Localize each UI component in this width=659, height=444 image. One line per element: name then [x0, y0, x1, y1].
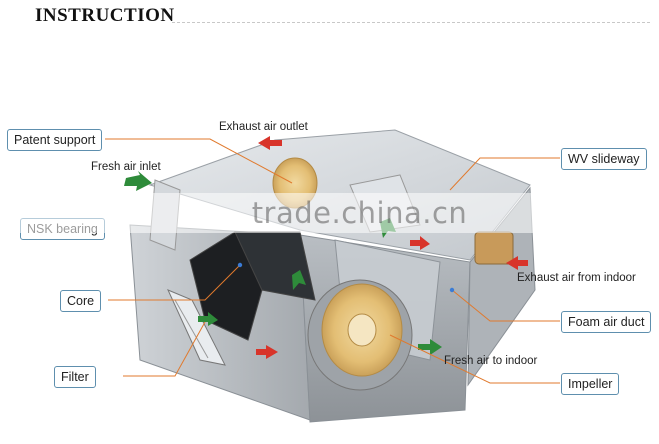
arrow-to-indoor	[418, 339, 442, 355]
arrow-filter-red	[256, 345, 278, 359]
leader-dot-foam	[449, 287, 455, 293]
label-fresh-air-inlet: Fresh air inlet	[91, 161, 161, 173]
label-exhaust-air-outlet: Exhaust air outlet	[219, 121, 308, 133]
watermark-overlay: trade.china.cn	[0, 193, 659, 233]
arrow-exhaust-outlet	[258, 136, 282, 150]
arrow-filter-green	[198, 312, 218, 326]
arrow-core-green	[292, 270, 306, 290]
leader-foam-duct	[451, 289, 560, 322]
label-impeller: Impeller	[561, 373, 620, 395]
leader-impeller	[389, 334, 560, 384]
leader-patent-support	[105, 138, 293, 184]
label-exhaust-air-from-indoor: Exhaust air from indoor	[517, 272, 636, 284]
label-filter: Filter	[54, 366, 96, 388]
label-fresh-air-to-indoor: Fresh air to indoor	[444, 355, 538, 367]
impeller-fan-main	[307, 279, 413, 391]
arrow-from-indoor	[506, 256, 528, 270]
motor-housing	[474, 231, 514, 265]
leader-filter	[123, 321, 206, 377]
page-title: INSTRUCTION	[35, 5, 175, 26]
leader-dot-core	[237, 262, 243, 268]
leader-core	[108, 264, 241, 301]
leader-wv-slideway	[449, 157, 560, 191]
label-wv-slideway: WV slideway	[561, 148, 647, 170]
arrow-mid-red	[410, 236, 430, 250]
label-foam-air-duct: Foam air duct	[561, 311, 652, 333]
arrow-fresh-inlet	[124, 171, 152, 191]
label-core: Core	[60, 290, 102, 312]
title-divider	[172, 22, 650, 23]
filter-slot	[167, 289, 226, 366]
label-patent-support: Patent support	[7, 129, 103, 151]
